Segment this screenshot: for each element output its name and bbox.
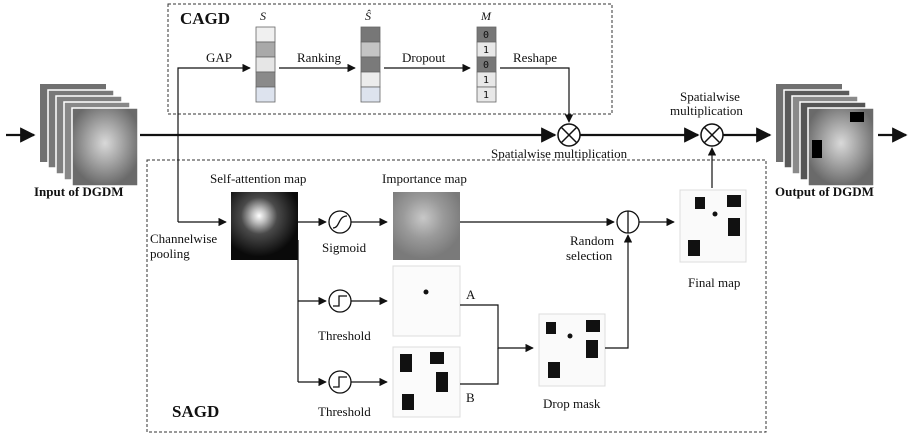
mask-b-to-drop-line	[460, 348, 499, 385]
spatialwise-mult-label-2b: multiplication	[670, 103, 743, 118]
m-vector: 0 1 0 1 1	[476, 26, 497, 103]
m-value-2: 0	[483, 60, 489, 71]
s-hat-vector	[360, 26, 381, 103]
threshold-2-icon	[328, 370, 352, 394]
threshold-1-icon	[328, 289, 352, 313]
m-value-4: 1	[483, 90, 489, 101]
s-vector	[255, 26, 276, 103]
sigmoid-icon	[328, 210, 352, 234]
reshape-label: Reshape	[513, 50, 557, 65]
m-value-1: 1	[483, 45, 489, 56]
s-label: S	[260, 9, 266, 23]
threshold-2-label: Threshold	[318, 404, 371, 419]
branch-b-label: B	[466, 390, 475, 405]
reshape-arrow	[500, 67, 574, 123]
sagd-box	[146, 159, 767, 433]
cagd-title: CAGD	[180, 9, 230, 28]
drop-mask-label: Drop mask	[543, 396, 601, 411]
importance-map	[393, 192, 460, 260]
input-feature-stack	[40, 84, 139, 187]
multiply-node-1	[557, 123, 581, 147]
random-selection-label-a: Random	[570, 233, 614, 248]
random-selection-label-b: selection	[566, 248, 613, 263]
self-attention-map	[231, 192, 298, 260]
sagd-title: SAGD	[172, 402, 219, 421]
mask-a-to-drop-arrow	[460, 304, 534, 353]
output-label: Output of DGDM	[775, 184, 874, 199]
cagd-box	[167, 3, 613, 115]
final-map-label: Final map	[688, 275, 740, 290]
drop-to-selection-arrow	[605, 234, 633, 349]
channelwise-pooling-label-a: Channelwise	[150, 231, 217, 246]
threshold-1-label: Threshold	[318, 328, 371, 343]
spatialwise-mult-label-1: Spatialwise multiplication	[491, 146, 628, 161]
mask-b	[392, 346, 461, 418]
output-feature-stack	[776, 84, 875, 187]
drop-mask	[538, 313, 606, 387]
gap-label: GAP	[206, 50, 232, 65]
s-hat-label: Ŝ	[365, 9, 371, 23]
final-map	[679, 189, 747, 263]
m-label: M	[480, 9, 492, 23]
self-attention-map-label: Self-attention map	[210, 171, 306, 186]
gap-arrow	[177, 63, 251, 222]
m-value-3: 1	[483, 75, 489, 86]
channelwise-pooling-label-b: pooling	[150, 246, 190, 261]
ranking-label: Ranking	[297, 50, 342, 65]
m-value-0: 0	[483, 30, 489, 41]
importance-map-label: Importance map	[382, 171, 467, 186]
mask-a	[392, 265, 461, 337]
input-label: Input of DGDM	[34, 184, 124, 199]
branch-a-label: A	[466, 287, 476, 302]
sigmoid-label: Sigmoid	[322, 240, 367, 255]
dropout-label: Dropout	[402, 50, 446, 65]
random-selection-node	[616, 210, 640, 234]
spatialwise-mult-label-2a: Spatialwise	[680, 89, 740, 104]
multiply-node-2	[700, 123, 724, 147]
